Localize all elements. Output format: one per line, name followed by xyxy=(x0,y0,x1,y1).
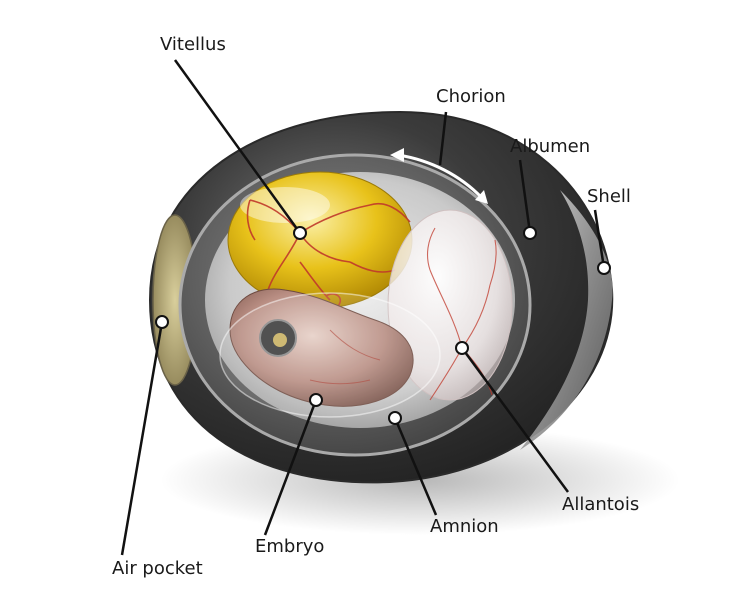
label-vitellus: Vitellus xyxy=(160,34,226,55)
label-air-pocket: Air pocket xyxy=(112,558,203,579)
leader-lines xyxy=(120,59,606,556)
dot-embryo xyxy=(309,393,323,407)
dot-amnion xyxy=(388,411,402,425)
shell-rim xyxy=(520,190,613,450)
embryo-eye-pupil xyxy=(273,333,287,347)
amnion xyxy=(219,292,441,418)
dot-albumen xyxy=(523,226,537,240)
leader-dots xyxy=(155,226,611,425)
dot-vitellus xyxy=(293,226,307,240)
leader-amnion xyxy=(393,417,438,516)
label-albumen: Albumen xyxy=(510,136,591,157)
leader-chorion xyxy=(438,111,448,166)
label-embryo: Embryo xyxy=(255,536,325,557)
allantois xyxy=(387,209,513,401)
leader-air-pocket xyxy=(120,321,164,556)
leader-vitellus xyxy=(173,59,302,234)
dot-air-pocket xyxy=(155,315,169,329)
dot-shell xyxy=(597,261,611,275)
dot-allantois xyxy=(455,341,469,355)
embryo xyxy=(229,288,414,407)
leader-albumen xyxy=(518,159,532,234)
leader-allantois xyxy=(460,347,570,493)
embryo-vessels xyxy=(309,329,381,385)
yolk-glare xyxy=(240,187,330,223)
label-shell: Shell xyxy=(587,186,631,207)
label-amnion: Amnion xyxy=(430,516,499,537)
label-allantois: Allantois xyxy=(562,494,640,515)
leader-embryo xyxy=(263,399,318,536)
chorion-arrow xyxy=(390,148,488,204)
leader-shell xyxy=(593,209,606,269)
label-chorion: Chorion xyxy=(436,86,506,107)
